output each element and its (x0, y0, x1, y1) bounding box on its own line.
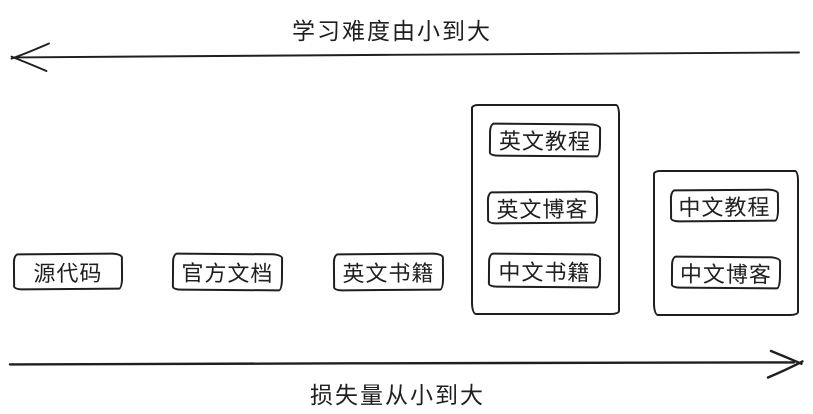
node-source-code: 源代码 (12, 252, 124, 291)
node-chinese-tutorials: 中文教程 (669, 188, 780, 223)
bottom-axis-arrow (8, 349, 804, 379)
node-label: 中文书籍 (498, 259, 591, 285)
node-label: 英文书籍 (342, 260, 435, 287)
group-box-2: 中文教程 中文博客 (653, 170, 799, 316)
node-label: 源代码 (33, 260, 103, 286)
node-official-docs: 官方文档 (171, 252, 284, 292)
top-axis-label: 学习难度由小到大 (292, 18, 492, 44)
node-chinese-books: 中文书籍 (487, 252, 602, 289)
node-label: 官方文档 (181, 260, 274, 287)
node-label: 英文教程 (498, 128, 592, 155)
bottom-axis-label: 损失量从小到大 (310, 382, 485, 408)
node-english-blogs: 英文博客 (486, 190, 599, 225)
node-chinese-blogs: 中文博客 (670, 255, 782, 290)
node-english-books: 英文书籍 (332, 252, 445, 292)
node-label: 英文博客 (496, 196, 589, 222)
node-label: 中文博客 (679, 261, 773, 287)
top-axis-arrow (10, 42, 800, 72)
group-box-1: 英文教程 英文博客 中文书籍 (471, 104, 620, 315)
node-english-tutorials: 英文教程 (488, 122, 602, 158)
node-label: 中文教程 (678, 194, 771, 220)
